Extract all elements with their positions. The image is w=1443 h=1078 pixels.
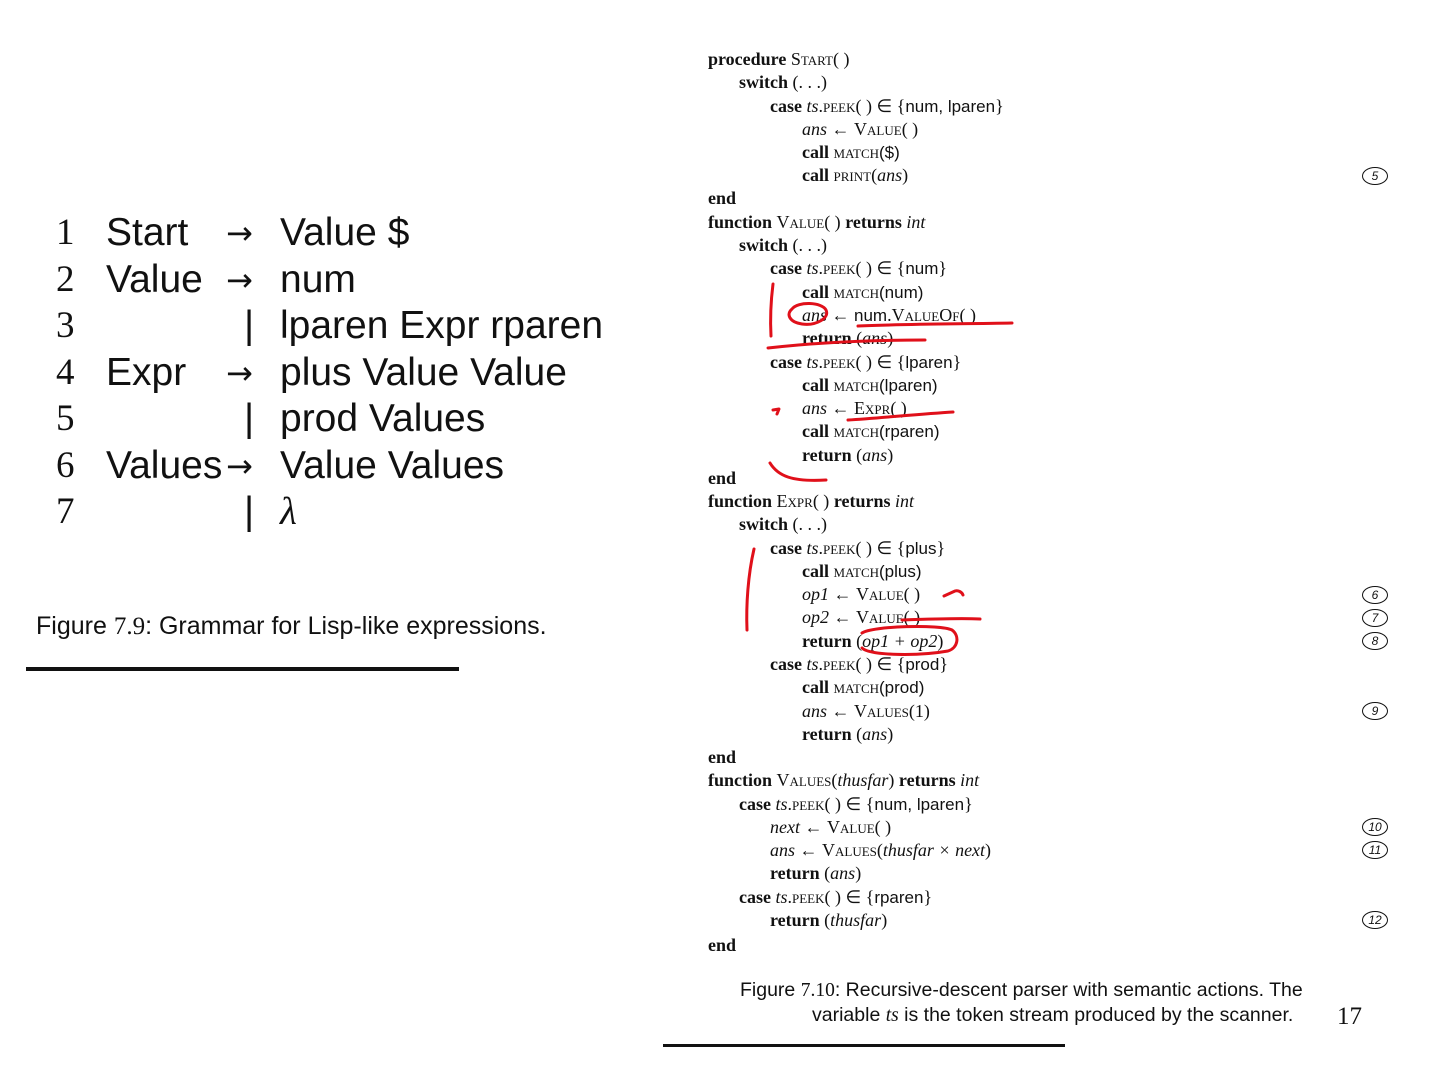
rule-arrow: →: [226, 261, 253, 299]
call-line: call print(ans): [802, 165, 909, 185]
switch-line: switch (. . .): [739, 72, 827, 92]
call-line: call match(rparen): [802, 421, 940, 441]
end-line: end: [708, 747, 737, 767]
rule-rhs: Value $: [280, 211, 410, 254]
grammar-caption: Figure 7.9: Grammar for Lisp-like expres…: [36, 612, 547, 641]
call-line: call match(plus): [802, 561, 922, 581]
assign-line: ans ← Expr( ): [802, 398, 907, 418]
annotation-mark-op1: [942, 589, 965, 598]
caption-prefix: Figure: [36, 612, 114, 640]
rule-lhs: Expr: [106, 351, 187, 394]
rule-alternative-bar: |: [244, 304, 255, 347]
case-line: case ts.peek( ) ∈ {prod}: [770, 654, 948, 674]
step-marker: 6: [1362, 586, 1388, 604]
call-line: call match($): [802, 142, 900, 162]
rule-number: 2: [56, 259, 75, 300]
rule-rhs: Value Values: [280, 444, 505, 487]
parser-caption: Figure 7.10: Recursive-descent parser wi…: [740, 978, 1380, 1028]
rule-rhs: lparen Expr rparen: [280, 304, 604, 347]
horizontal-rule: [663, 1044, 1065, 1047]
rule-number: 6: [56, 445, 75, 486]
procedure-start-header: procedure Start( ): [708, 49, 850, 69]
function-expr-header: function Expr( ) returns int: [708, 491, 914, 511]
assign-line: ans ← Values(thusfar × next): [770, 840, 992, 860]
step-marker: 5: [1362, 167, 1388, 185]
caption-line-2: variable ts is the token stream produced…: [812, 1004, 1294, 1026]
assign-line: ans ← Values(1): [802, 701, 930, 721]
grammar-figure: 1 Start → Value $ 2 Value → num 3 | lparen Expr rp…: [0, 0, 660, 700]
end-line: end: [708, 935, 737, 955]
rule-lhs: Value: [106, 258, 203, 301]
step-marker: 11: [1362, 841, 1388, 859]
rule-lhs: Start: [106, 211, 189, 254]
rule-number: 3: [56, 305, 75, 346]
rule-number: 5: [56, 398, 75, 439]
switch-line: switch (. . .): [739, 514, 827, 534]
return-line: return (ans): [802, 445, 894, 465]
step-marker: 7: [1362, 609, 1388, 627]
function-values-header: function Values(thusfar) returns int: [708, 770, 980, 790]
rule-alternative-bar: |: [244, 490, 255, 533]
assign-line: next ← Value( ): [770, 817, 892, 837]
rule-arrow: →: [226, 214, 253, 252]
assign-line: op2 ← Value( ): [802, 607, 921, 627]
case-line: case ts.peek( ) ∈ {num, lparen}: [770, 96, 1004, 116]
rule-rhs: num: [280, 258, 356, 301]
return-line: return (op1 + op2): [802, 631, 944, 651]
case-line: case ts.peek( ) ∈ {lparen}: [770, 352, 962, 372]
switch-line: switch (. . .): [739, 235, 827, 255]
horizontal-rule: [26, 667, 459, 671]
function-value-header: function Value( ) returns int: [708, 212, 926, 232]
rule-rhs: λ: [280, 490, 297, 533]
assign-line: ans ← num.ValueOf( ): [802, 305, 976, 325]
end-line: end: [708, 468, 737, 488]
rule-arrow: →: [226, 354, 253, 392]
step-marker: 12: [1362, 911, 1388, 929]
return-line: return (ans): [802, 724, 894, 744]
figure-number: 7.9: [113, 613, 146, 640]
return-line: return (ans): [802, 328, 894, 348]
rule-arrow: →: [226, 447, 253, 485]
page-number: 17: [1337, 1003, 1362, 1030]
step-marker: 10: [1362, 818, 1388, 836]
return-line: return (ans): [770, 863, 862, 883]
figure-number: 7.10: [800, 980, 835, 1001]
step-marker: 9: [1362, 702, 1388, 720]
rule-number: 1: [56, 212, 75, 253]
assign-line: ans ← Value( ): [802, 119, 919, 139]
annotation-dot: [771, 407, 781, 416]
rule-alternative-bar: |: [244, 397, 255, 440]
caption-text: : Grammar for Lisp-like expressions.: [145, 612, 547, 640]
call-line: call match(prod): [802, 677, 925, 697]
step-marker: 8: [1362, 632, 1388, 650]
rule-number: 4: [56, 352, 75, 393]
assign-line: op1 ← Value( ): [802, 584, 921, 604]
rule-number: 7: [56, 491, 75, 532]
call-line: call match(lparen): [802, 375, 938, 395]
end-line: end: [708, 188, 737, 208]
case-line: case ts.peek( ) ∈ {num}: [770, 258, 948, 278]
rule-lhs: Values: [106, 444, 223, 487]
case-line: case ts.peek( ) ∈ {plus}: [770, 538, 946, 558]
call-line: call match(num): [802, 282, 924, 302]
return-line: return (thusfar): [770, 910, 888, 930]
case-line: case ts.peek( ) ∈ {rparen}: [739, 887, 933, 907]
case-line: case ts.peek( ) ∈ {num, lparen}: [739, 794, 973, 814]
annotation-vertical-stroke: [769, 282, 775, 338]
annotation-bracket-plus: [745, 547, 756, 632]
rule-rhs: prod Values: [280, 397, 486, 440]
rule-rhs: plus Value Value: [280, 351, 567, 394]
caption-line-1: Figure 7.10: Recursive-descent parser wi…: [740, 979, 1303, 1001]
